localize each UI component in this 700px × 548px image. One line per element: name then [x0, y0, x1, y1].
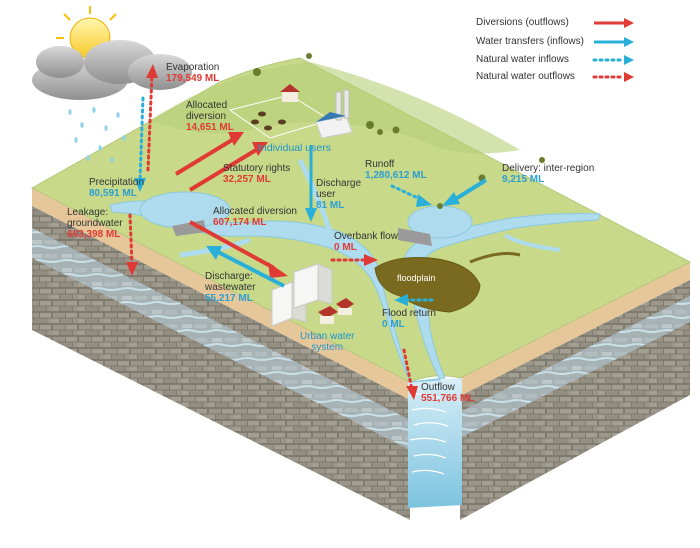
discharge-wastewater-arrow	[206, 246, 285, 288]
runoff-arrow	[390, 184, 432, 207]
floodplain-area	[374, 257, 481, 313]
allocated-diversion-large-value: 607,174 ML	[213, 217, 267, 228]
cloud-icon	[32, 40, 192, 100]
left-soil-face	[32, 188, 410, 400]
farmhouse	[280, 84, 300, 102]
discharge-wastewater-label: Discharge: wastewater 55,217 ML	[205, 271, 256, 304]
flood-return-name: Flood return	[382, 308, 436, 319]
individual-users-label: Individual users	[258, 142, 331, 154]
right-dam-wall	[398, 228, 432, 246]
outflow-name: Outflow	[421, 382, 455, 393]
discharge-user-name: Discharge user	[316, 178, 362, 200]
runoff-name: Runoff	[365, 159, 395, 170]
legend-transfers-arrow	[594, 37, 634, 47]
legend-natural-outflows-label: Natural water outflows	[476, 71, 575, 82]
legend-natural-inflows-label: Natural water inflows	[476, 54, 569, 65]
outflow-value: 551,766 ML	[421, 393, 475, 404]
cattle	[251, 111, 286, 131]
overbank-value: 0 ML	[334, 242, 357, 253]
precipitation-name: Precipitation	[89, 177, 145, 188]
allocated-diversion-small-label: Allocated diversion 14,651 ML	[186, 100, 234, 133]
runoff-label: Runoff 1,280,612 ML	[365, 159, 427, 181]
allocated-diversion-small-value: 14,651 ML	[186, 122, 234, 133]
tributary-upper	[297, 158, 333, 233]
legend-natural-outflows-arrow	[592, 72, 634, 82]
precipitation-value: 80,591 ML	[89, 188, 137, 199]
leakage-value: 663,398 ML	[67, 229, 121, 240]
outflow-water-column	[408, 378, 462, 508]
trees	[253, 53, 545, 209]
discharge-user-arrow	[305, 145, 317, 222]
right-aquifer-band	[460, 296, 690, 438]
legend-diversions-arrow	[594, 18, 634, 28]
evaporation-label: Evaporation 179,549 ML	[166, 62, 219, 84]
land-surface	[30, 57, 692, 383]
statutory-rights-name: Statutory rights	[223, 163, 291, 174]
allocated-diversion-large-label: Allocated diversion 607,174 ML	[213, 206, 297, 228]
outflow-label: Outflow 551,766 ML	[421, 382, 474, 404]
flood-return-value: 0 ML	[382, 319, 405, 330]
runoff-value: 1,280,612 ML	[365, 170, 427, 181]
right-soil-face	[460, 262, 690, 396]
flood-return-arrow	[394, 294, 434, 306]
statutory-rights-arrow	[188, 142, 268, 192]
floodplain-label: floodplain	[397, 273, 436, 283]
allocated-diversion-small-arrow	[174, 132, 244, 176]
statutory-rights-label: Statutory rights 32,257 ML	[223, 163, 290, 185]
discharge-wastewater-name: Discharge: wastewater	[205, 271, 256, 293]
discharge-user-label: Discharge user 81 ML	[316, 178, 361, 211]
urban-water-system-label: Urban water system	[300, 331, 355, 353]
hill-shade	[150, 62, 520, 154]
left-aquifer-band	[32, 228, 410, 450]
floodplain-channel	[469, 252, 521, 264]
allocated-diversion-small-name: Allocated diversion	[186, 100, 228, 122]
outflow-arrow	[402, 348, 418, 400]
delivery-label: Delivery: inter-region 9,215 ML	[502, 163, 594, 185]
evaporation-arrow	[146, 64, 158, 172]
delivery-name: Delivery: inter-region	[502, 163, 595, 174]
allocated-diversion-large-arrow	[189, 220, 288, 278]
leakage-name: Leakage: groundwater	[67, 207, 123, 229]
leakage-arrow	[126, 213, 138, 276]
evaporation-name: Evaporation	[166, 62, 220, 73]
flood-return-label: Flood return 0 ML	[382, 308, 436, 330]
legend-diversions-label: Diversions (outflows)	[476, 17, 569, 28]
legend-transfers-label: Water transfers (inflows)	[476, 36, 584, 47]
overbank-name: Overbank flow	[334, 231, 398, 242]
precipitation-arrow	[134, 96, 146, 192]
precipitation-label: Precipitation 80,591 ML	[89, 177, 144, 199]
urban-buildings	[271, 263, 354, 327]
river	[109, 200, 601, 383]
overbank-arrow	[330, 254, 378, 266]
overbank-label: Overbank flow 0 ML	[334, 231, 398, 253]
delivery-arrow	[442, 178, 488, 206]
allocated-diversion-large-name: Allocated diversion	[213, 206, 297, 217]
factory	[315, 89, 353, 139]
leakage-label: Leakage: groundwater 663,398 ML	[67, 207, 123, 240]
discharge-wastewater-value: 55,217 ML	[205, 293, 253, 304]
tributary-right	[503, 233, 561, 252]
statutory-rights-value: 32,257 ML	[223, 174, 271, 185]
delivery-value: 9,215 ML	[502, 174, 545, 185]
legend-natural-inflows-arrow	[592, 55, 634, 65]
discharge-user-value: 81 ML	[316, 200, 345, 211]
evaporation-value: 179,549 ML	[166, 73, 220, 84]
rain-drops	[68, 107, 126, 163]
